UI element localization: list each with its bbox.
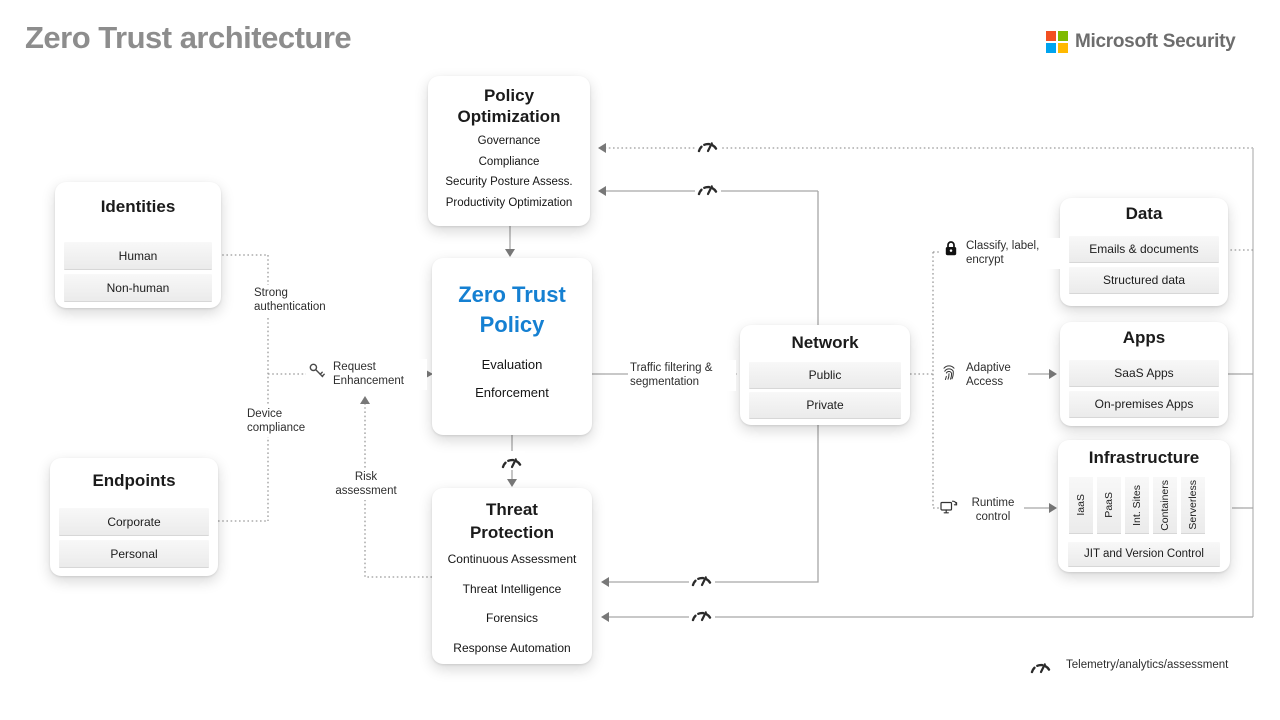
brand: Microsoft Security [1046, 31, 1236, 53]
microsoft-logo [1046, 31, 1068, 53]
policy-optimization-item: Compliance [478, 155, 540, 168]
threat-protection-item: Threat Intelligence [462, 581, 562, 596]
policy-optimization-title: Policy Optimization [457, 86, 561, 126]
risk-assessment-label: Risk assessment [321, 469, 411, 500]
identities-item-human: Human [64, 242, 212, 270]
identities-item-non-human: Non-human [64, 274, 212, 302]
strong-authentication-label: Strong authentication [252, 285, 346, 316]
key-icon [309, 363, 325, 378]
endpoints-box: Endpoints Corporate Personal [50, 458, 218, 576]
network-item-private: Private [749, 392, 901, 419]
device-compliance-label: Device compliance [245, 406, 321, 437]
policy-optimization-item: Security Posture Assess. [445, 176, 573, 188]
infra-col-int-sites: Int. Sites [1125, 477, 1149, 534]
threat-protection-item: Continuous Assessment [447, 552, 577, 566]
identities-title: Identities [100, 197, 176, 216]
infrastructure-title: Infrastructure [1088, 448, 1200, 467]
telemetry-gauge-icon [689, 604, 715, 623]
zero-trust-policy-title: Zero Trust Policy [458, 282, 566, 337]
threat-protection-box: Threat Protection Continuous Assessment … [432, 488, 592, 664]
infrastructure-box: Infrastructure IaaS PaaS Int. Sites Cont… [1058, 440, 1230, 572]
network-box: Network Public Private [740, 325, 910, 425]
logo-square-yellow [1058, 43, 1068, 53]
telemetry-gauge-icon [695, 178, 721, 197]
data-box: Data Emails & documents Structured data [1060, 198, 1228, 306]
threat-protection-item: Response Automation [453, 640, 571, 655]
threat-protection-item: Forensics [485, 611, 538, 625]
apps-item-onprem: On-premises Apps [1069, 391, 1219, 418]
threat-protection-title: Threat Protection [469, 500, 555, 542]
policy-optimization-item: Productivity Optimization [445, 196, 573, 209]
request-enhancement-label: Request Enhancement [331, 359, 427, 390]
infra-col-containers: Containers [1153, 477, 1177, 534]
network-title: Network [791, 333, 859, 352]
telemetry-gauge-icon [695, 135, 721, 154]
telemetry-gauge-icon [689, 569, 715, 588]
traffic-filtering-label: Traffic filtering & segmentation [628, 360, 736, 391]
network-item-public: Public [749, 362, 901, 389]
data-title: Data [1125, 204, 1163, 223]
lock-icon [945, 241, 957, 256]
apps-box: Apps SaaS Apps On-premises Apps [1060, 322, 1228, 426]
logo-square-green [1058, 31, 1068, 41]
infra-col-iaas: IaaS [1069, 477, 1093, 534]
zero-trust-policy-item: Evaluation [481, 357, 543, 372]
policy-optimization-box: Policy Optimization Governance Complianc… [428, 76, 590, 226]
infra-footer-jit: JIT and Version Control [1068, 542, 1220, 567]
adaptive-access-label: Adaptive Access [964, 360, 1028, 391]
logo-square-red [1046, 31, 1056, 41]
telemetry-gauge-icon [1030, 663, 1052, 674]
infra-col-paas: PaaS [1097, 477, 1121, 534]
policy-optimization-item: Governance [477, 135, 541, 147]
telemetry-legend-label: Telemetry/analytics/assessment [1066, 659, 1229, 671]
page-title: Zero Trust architecture [25, 20, 352, 55]
endpoints-title: Endpoints [92, 471, 176, 490]
telemetry-gauge-icon [499, 451, 525, 470]
zero-trust-policy-box: Zero Trust Policy Evaluation Enforcement [432, 258, 592, 435]
data-item-structured: Structured data [1069, 267, 1219, 294]
endpoints-item-corporate: Corporate [59, 508, 209, 536]
runtime-control-label: Runtime control [962, 495, 1024, 526]
fingerprint-icon [943, 365, 955, 380]
data-item-emails: Emails & documents [1069, 236, 1219, 263]
apps-item-saas: SaaS Apps [1069, 360, 1219, 387]
zero-trust-policy-item: Enforcement [475, 385, 549, 400]
identities-box: Identities Human Non-human [55, 182, 221, 308]
endpoints-item-personal: Personal [59, 540, 209, 568]
apps-title: Apps [1122, 328, 1166, 347]
runtime-devices-icon [940, 500, 958, 514]
logo-square-blue [1046, 43, 1056, 53]
brand-name: Microsoft Security [1075, 31, 1236, 52]
infrastructure-columns: IaaS PaaS Int. Sites Containers Serverle… [1069, 477, 1205, 534]
classify-label-encrypt-label: Classify, label, encrypt [964, 238, 1064, 269]
infra-col-serverless: Serverless [1181, 477, 1205, 534]
